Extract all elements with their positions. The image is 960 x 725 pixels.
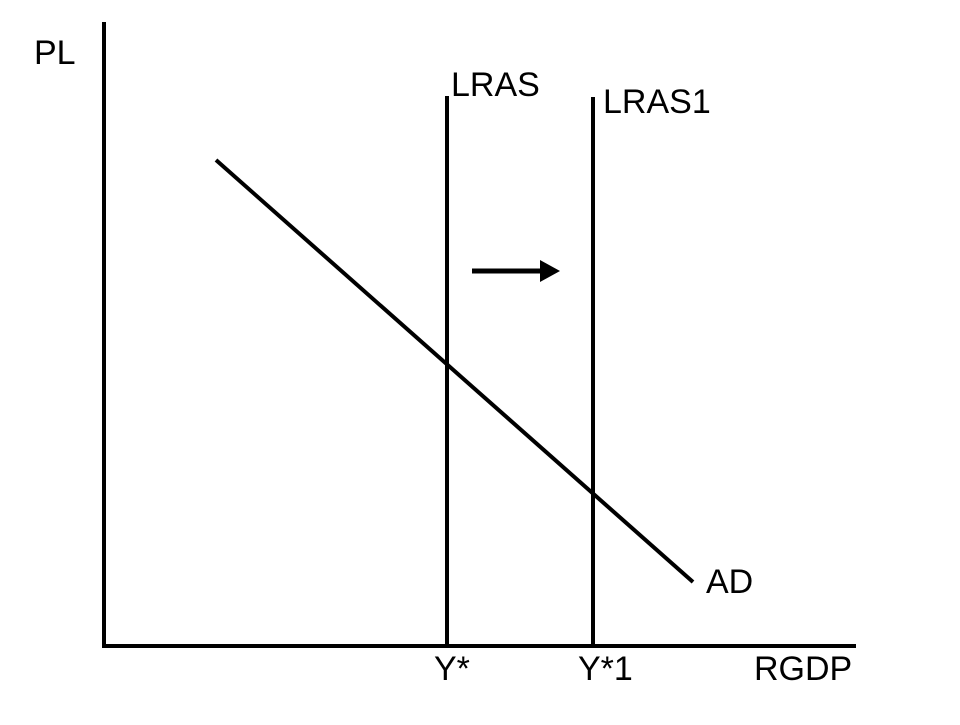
y-star-1-label: Y*1	[578, 650, 633, 688]
lras-label: LRAS	[451, 66, 540, 104]
y-star-label: Y*	[434, 650, 470, 688]
right-arrow-icon	[472, 260, 560, 282]
y-axis-label: PL	[34, 34, 76, 72]
x-axis-label: RGDP	[754, 650, 852, 688]
ad-curve	[214, 158, 695, 584]
shift-arrow-head	[540, 260, 560, 282]
lras1-label: LRAS1	[603, 83, 711, 121]
ad-label: AD	[706, 563, 753, 601]
